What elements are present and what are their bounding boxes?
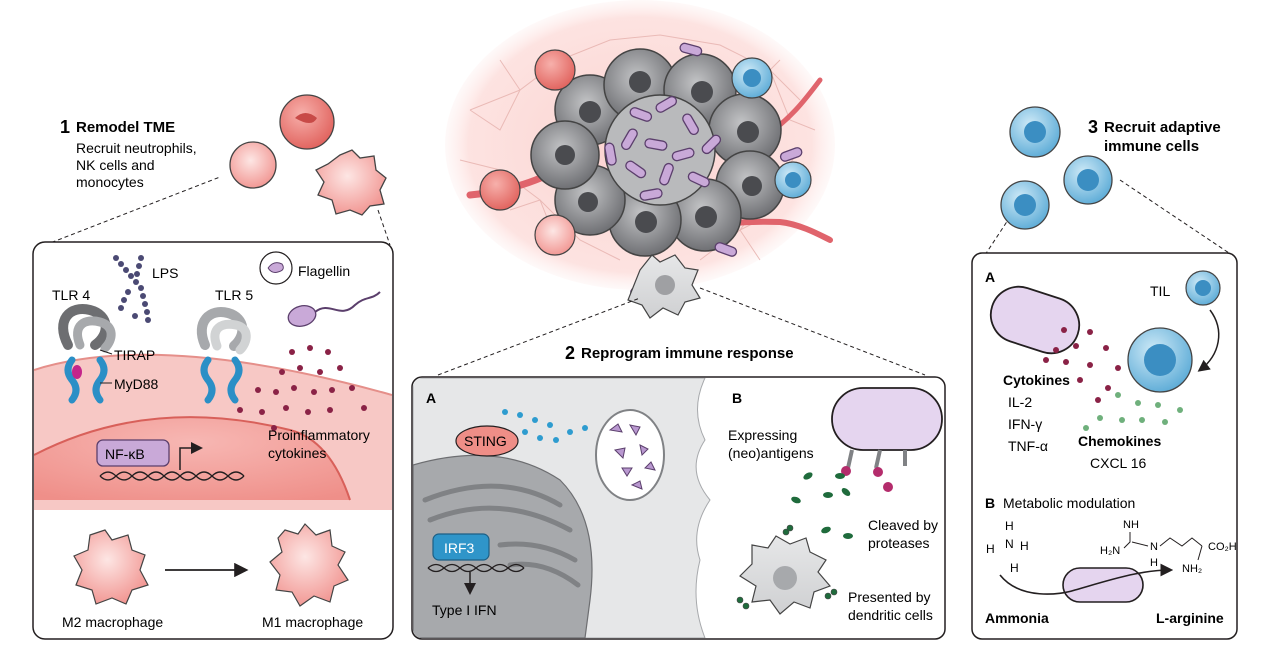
tlr4-label: TLR 4 [52,287,90,303]
expressing-label: Expressing [728,427,797,443]
migration-arrow [1197,309,1220,372]
m1-macrophage [269,523,349,607]
cxcl16-label: CXCL 16 [1090,455,1147,471]
tlr5-receptor [196,307,251,404]
transcription-arrow [179,442,203,470]
presented-label: Presented by [848,589,931,605]
proteases-label: proteases [868,535,929,551]
panel2-number: 2 [565,343,575,363]
cleaved-label: Cleaved by [868,517,938,533]
panel-remodel-tme: 1 Remodel TME Recruit neutrophils, NK ce… [32,94,394,640]
panel1-subtitle-line: Recruit neutrophils, [76,140,197,156]
cytokines-label: cytokines [268,445,326,461]
svg-text:H: H [986,542,995,556]
monocyte-cell [315,149,387,216]
panel3-section-b: B [985,495,995,511]
cytokine-dots [1043,327,1121,403]
tumor-bacteria [604,42,803,298]
tirap-label: TIRAP [114,347,155,363]
cytokines-label: Cytokines [1003,372,1070,388]
degraded-bacteria [608,423,656,490]
bacterium [989,285,1081,355]
nfkb-box [96,439,170,467]
neutrophil-cell [229,141,277,189]
panel2-section-b: B [732,390,742,406]
tnfa-label: TNF-α [1008,438,1048,454]
ammonia-label: Ammonia [985,610,1049,626]
panel1-subtitle-line: monocytes [76,174,144,190]
antigen-displays [835,449,907,492]
irf3-label: IRF3 [444,540,475,556]
panel-recruit-adaptive-immune-cells: 3 Recruit adaptive immune cells A TIL Cy [971,106,1238,640]
conversion-arrow [999,563,1174,595]
flagellin-label: Flagellin [298,263,350,279]
metabolic-label: Metabolic modulation [1003,495,1135,511]
svg-text:NH₂: NH₂ [1182,563,1202,575]
sting-box [455,425,519,457]
panel-reprogram-immune-response: 2 Reprogram immune response A STING [411,287,946,640]
dendritic-label: dendritic cells [848,607,933,623]
il2-label: IL-2 [1008,394,1032,410]
phagosome [595,409,665,501]
irf3-box [432,533,490,561]
til-label: TIL [1150,283,1170,299]
flagellin-icon [267,262,284,273]
panel3-number: 3 [1088,117,1098,137]
m2-label: M2 macrophage [62,614,163,630]
proinflammatory-label: Proinflammatory [268,427,370,443]
svg-text:N: N [1150,541,1158,553]
engineered-bacterium [831,387,943,451]
tlr5-label: TLR 5 [215,287,253,303]
type1ifn-label: Type I IFN [432,602,497,618]
tlr4-receptor [58,304,116,404]
endoplasmic-reticulum [422,483,581,588]
svg-text:H: H [1010,561,1019,575]
cleaved-peptides [791,472,853,539]
m2-macrophage [73,529,149,605]
panel1-subtitle-line: NK cells and [76,157,155,173]
monocyte-cell [534,214,576,256]
panel2-title: Reprogram immune response [581,345,794,362]
panel3-section-a: A [985,269,995,285]
cgamp-dots [502,409,588,443]
panel3-title-line: Recruit adaptive [1104,119,1221,136]
lps-molecule [113,255,151,323]
ammonia-structure: H N H H H [986,519,1029,575]
ifng-label: IFN-γ [1008,416,1042,432]
flagellated-bacterium [287,291,381,327]
mhc-peptides [736,524,838,610]
lps-label: LPS [152,265,178,281]
m1-label: M1 macrophage [262,614,363,630]
metabolic-bacterium [1062,567,1144,603]
svg-text:N: N [1005,537,1014,551]
panel1-number: 1 [60,117,70,137]
myd88-label: MyD88 [114,376,159,392]
proinflammatory-cytokines [237,345,367,431]
larginine-label: L-arginine [1156,610,1224,626]
panel3-title-line: immune cells [1104,138,1199,155]
chemokines-label: Chemokines [1078,433,1161,449]
svg-text:NH: NH [1123,519,1139,531]
nucleus [34,417,350,500]
svg-text:H: H [1005,519,1014,533]
neutrophil-cell [479,169,521,211]
neoantigens-label: (neo)antigens [728,445,814,461]
svg-text:H: H [1150,557,1158,569]
svg-text:CO₂H: CO₂H [1208,541,1237,553]
nfkb-label: NF-κB [105,446,145,462]
chemokine-dots [1083,392,1183,431]
sting-label: STING [464,433,507,449]
tumor-microenvironment [445,0,835,319]
svg-text:H₂N: H₂N [1100,545,1120,557]
panel1-title: Remodel TME [76,119,175,136]
svg-text:H: H [1020,539,1029,553]
panel2-section-a: A [426,390,436,406]
dna-strand [99,471,245,481]
t-cell-group [1000,106,1113,230]
arginine-structure: NH H₂N N H CO₂H NH₂ [1100,519,1237,575]
neutrophil-cell [534,49,576,91]
